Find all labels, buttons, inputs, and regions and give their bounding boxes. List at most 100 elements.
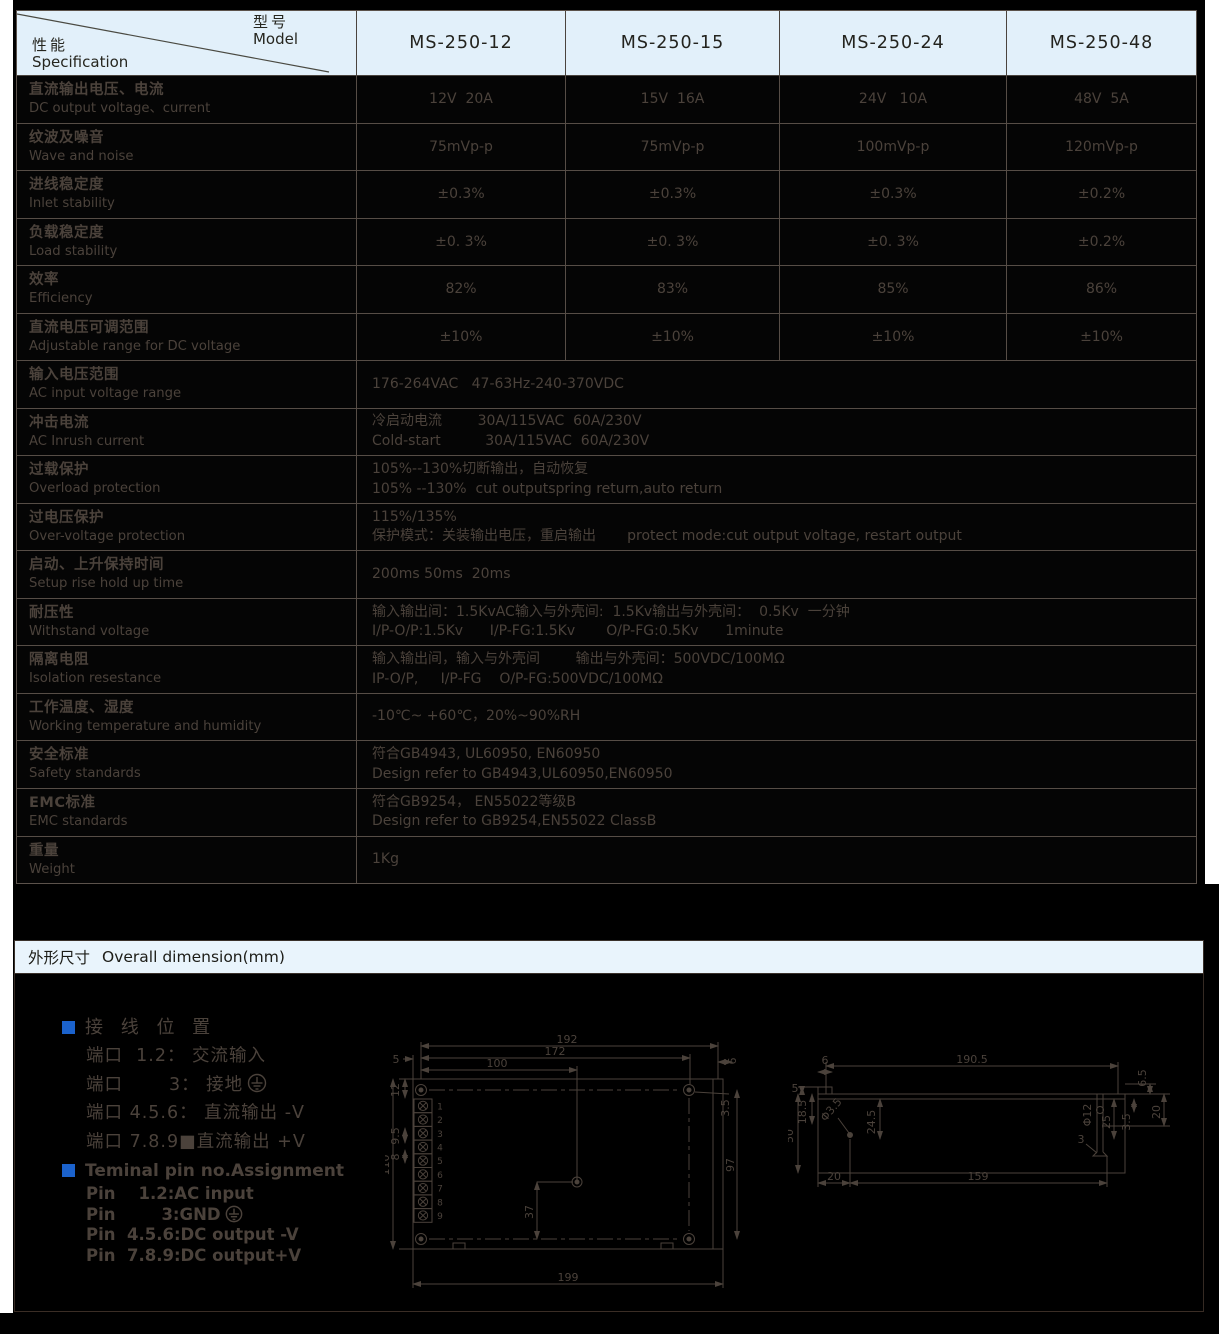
- dim-phi-3-5: Φ3.5: [818, 1096, 845, 1124]
- spec-value-cell: ±10%: [1080, 328, 1123, 345]
- spec-label-en: Inlet stability: [29, 196, 115, 212]
- dim-20-left: 20: [827, 1170, 841, 1183]
- model-label-en: Model: [252, 30, 298, 48]
- spec-label-zh: 性能: [32, 36, 69, 54]
- terminal-number: 6: [437, 1171, 443, 1181]
- spec-label-en: Withstand voltage: [29, 623, 150, 639]
- spec-value-cell: 85%: [780, 266, 1007, 313]
- spec-value-cell: ±10%: [566, 313, 780, 361]
- terminal-number: 3: [437, 1130, 443, 1140]
- spec-label-zh: 重量: [29, 842, 59, 859]
- dim-3-5: 3.5: [719, 1099, 732, 1117]
- spec-value-cell: 15V 16A: [566, 76, 780, 123]
- terminal-number: 8: [437, 1198, 443, 1208]
- diagonal-divider: [17, 13, 330, 73]
- spec-label-en: Overload protection: [29, 481, 161, 497]
- dimension-title-zh: 外形尺寸: [28, 949, 91, 967]
- spec-label-zh: 直流输出电压、电流: [29, 82, 164, 98]
- spec-table-header: 型号 Model 性能 Specification MS-250-12 MS-2…: [17, 11, 1196, 76]
- terminal-number: 7: [437, 1185, 443, 1195]
- spec-label-en: Specification: [32, 53, 129, 71]
- dim-25: 25: [1100, 1115, 1113, 1129]
- spec-value-cell: 120mVp-p: [1065, 138, 1138, 155]
- side-view-drawing: 190.5 6 5 18.5 50 Φ3.5 24.5 20 159 Φ12 2…: [788, 1053, 1170, 1187]
- spec-label: 直流输出电压、电流 DC output voltage、current: [17, 76, 357, 123]
- spec-label-en: Adjustable range for DC voltage: [29, 338, 241, 354]
- spec-value-cell: ±0. 3%: [780, 218, 1007, 266]
- spec-value-cell: 83%: [566, 266, 780, 313]
- spec-label-zh: 输入电压范围: [29, 367, 119, 384]
- dim-phi-12: Φ12: [1081, 1104, 1094, 1127]
- spec-label-zh: 过电压保护: [29, 509, 104, 526]
- spec-label-en: DC output voltage、current: [29, 101, 211, 116]
- spec-value-span: 176-264VAC 47-63Hz-240-370VDC: [372, 375, 624, 392]
- spec-value-cell: 75mVp-p: [357, 123, 566, 171]
- spec-table: 型号 Model 性能 Specification MS-250-12 MS-2…: [16, 10, 1197, 884]
- wiring-heading-zh: 接 线 位 置: [62, 1014, 344, 1042]
- spec-value-cell: ±0.3%: [780, 171, 1007, 218]
- terminal-wiring-block: 接 线 位 置 端口 1.2： 交流输入 端口 3： 接地 端口 4.5.6： …: [62, 1014, 344, 1266]
- spec-row: 重量 Weight 1Kg: [17, 836, 1196, 884]
- spec-label: 纹波及噪音 Wave and noise: [17, 123, 357, 171]
- model-column-header-1: MS-250-12: [357, 11, 566, 75]
- model-column-header-2: MS-250-15: [566, 11, 780, 75]
- dim-6-5: 6.5: [1136, 1069, 1149, 1087]
- spec-label-en: Weight: [29, 861, 75, 877]
- terminal-number: 2: [437, 1116, 443, 1126]
- dim-20-right: 20: [1150, 1105, 1163, 1119]
- spec-value-span: 1Kg: [372, 851, 399, 868]
- dim-8: 8: [389, 1154, 402, 1161]
- spec-value-cell: ±0. 3%: [357, 218, 566, 266]
- dim-110: 110: [385, 1155, 392, 1176]
- spec-value-span: 200ms 50ms 20ms: [372, 565, 511, 582]
- blue-square-bullet-icon: [62, 1021, 75, 1034]
- spec-label-en: Safety standards: [29, 766, 141, 782]
- spec-label-en: AC Inrush current: [29, 433, 145, 449]
- dim-6: 6: [822, 1054, 829, 1067]
- left-page-margin: [0, 0, 13, 1313]
- spec-label-en: Wave and noise: [29, 148, 134, 164]
- dim-3: 3: [1078, 1133, 1085, 1146]
- model-column-header-4: MS-250-48: [1049, 33, 1154, 53]
- dim-97: 97: [724, 1158, 737, 1172]
- dim-5: 5: [393, 1053, 400, 1066]
- spec-value-span: -10℃~ +60℃，20%~90%RH: [372, 708, 581, 725]
- dim-159: 159: [968, 1170, 989, 1183]
- dim-9-5: 9.5: [389, 1127, 402, 1145]
- spec-row: 输入电压范围 AC input voltage range 176-264VAC 4…: [17, 361, 1196, 409]
- spec-value-cell: 24V 10A: [780, 76, 1007, 123]
- terminal-number: 9: [437, 1212, 443, 1222]
- spec-label-zh: 启动、上升保持时间: [29, 557, 164, 574]
- wiring-line-en: Pin 4.5.6:DC output -V: [86, 1225, 299, 1244]
- spec-label-en: AC input voltage range: [29, 386, 182, 402]
- spec-label-zh: EMC标准: [29, 794, 96, 811]
- spec-label-zh: 纹波及噪音: [29, 129, 104, 146]
- front-view-drawing: 192 172 100 199 5 6 12 9.5 8 110 3.5 97 …: [385, 1033, 740, 1288]
- wiring-line-zh: 端口 7.8.9■直流输出 +V: [86, 1131, 306, 1152]
- terminal-number: 5: [437, 1157, 443, 1167]
- wiring-line-zh: 端口 4.5.6： 直流输出 -V: [86, 1103, 306, 1123]
- terminal-number: 4: [437, 1143, 443, 1153]
- dim-3-5: 3.5: [1120, 1113, 1133, 1131]
